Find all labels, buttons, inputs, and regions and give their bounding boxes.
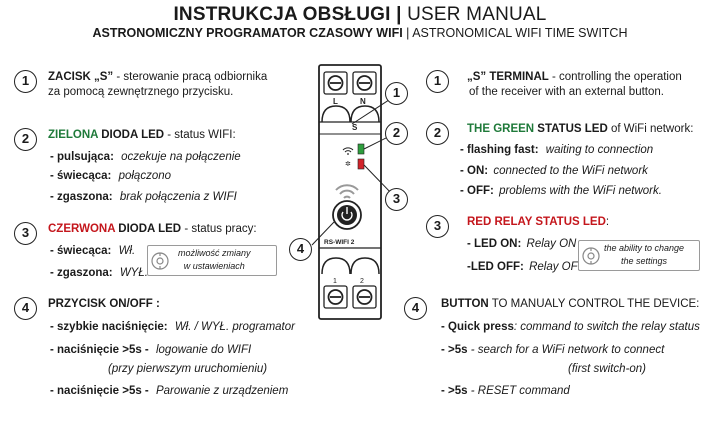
left-s4-item: - naciśnięcie >5s - logowanie do WIFI bbox=[50, 344, 252, 356]
right-s4-item: - >5s - RESET command bbox=[441, 385, 570, 397]
left-section-2-number: 2 bbox=[14, 128, 37, 151]
left-s4-title: PRZYCISK ON/OFF : bbox=[48, 298, 160, 310]
left-section-2-heading: ZIELONA DIODA LED - status WIFI: bbox=[48, 128, 236, 142]
right-s1-title: „S” TERMINAL bbox=[467, 71, 549, 83]
left-settings-note: możliwość zmiany w ustawieniach bbox=[147, 245, 277, 276]
right-s2-item: - flashing fast: waiting to connection bbox=[460, 144, 654, 156]
right-section-3-heading: RED RELAY STATUS LED: bbox=[467, 215, 609, 229]
left-s3-title: DIODA LED bbox=[115, 223, 182, 235]
left-s3-item: - zgaszona: WYŁ. bbox=[50, 267, 148, 279]
callout-2: 2 bbox=[385, 122, 408, 145]
settings-icon bbox=[151, 252, 169, 270]
wifi-icon bbox=[342, 147, 354, 155]
title-en: USER MANUAL bbox=[407, 4, 547, 25]
left-s2-desc: - status WIFI: bbox=[164, 129, 236, 141]
right-s3-color-word: RED RELAY STATUS LED bbox=[467, 216, 606, 228]
left-s1-desc-2: za pomocą zewnętrznego przycisku. bbox=[48, 86, 234, 98]
right-s2-item: - ON: connected to the WiFi network bbox=[460, 165, 648, 177]
right-s1-desc-1: - controlling the operation bbox=[548, 71, 682, 83]
right-section-1-line-1: „S” TERMINAL - controlling the operation bbox=[467, 70, 682, 84]
left-s2-item: - zgaszona: brak połączenia z WIFI bbox=[50, 191, 237, 203]
right-s4-item: - >5s - search for a WiFi network to con… bbox=[441, 344, 665, 356]
left-s2-color-word: ZIELONA bbox=[48, 129, 99, 141]
terminal-label-1: 1 bbox=[333, 278, 337, 285]
left-s3-desc: - status pracy: bbox=[181, 223, 257, 235]
left-s3-item: - świecąca: Wł. bbox=[50, 245, 136, 257]
right-section-4-heading: BUTTON TO MANUALY CONTROL THE DEVICE: bbox=[441, 297, 699, 311]
right-settings-note: the ability to change the settings bbox=[578, 240, 700, 271]
left-section-1-line-1: ZACISK „S” - sterowanie pracą odbiornika bbox=[48, 70, 267, 84]
terminal-label-n: N bbox=[360, 97, 366, 106]
settings-small-icon: ✲ bbox=[345, 160, 351, 168]
left-s2-title: DIODA LED bbox=[98, 129, 165, 141]
terminal-label-s: S bbox=[352, 123, 358, 132]
title-pl: INSTRUKCJA OBSŁUGI bbox=[173, 4, 391, 25]
subtitle-pl: ASTRONOMICZNY PROGRAMATOR CZASOWY WIFI bbox=[92, 26, 403, 40]
right-s4-title-bold: BUTTON bbox=[441, 298, 489, 310]
right-section-2-number: 2 bbox=[426, 122, 449, 145]
power-icon bbox=[337, 205, 357, 225]
left-s4-item: - naciśnięcie >5s - Parowanie z urządzen… bbox=[50, 385, 289, 397]
right-s4-item: - Quick press: command to switch the rel… bbox=[441, 321, 700, 333]
right-s3-item: - LED ON: Relay ON bbox=[467, 238, 577, 250]
right-s2-color-word: THE GREEN bbox=[467, 123, 535, 135]
page-title: INSTRUKCJA OBSŁUGI | USER MANUAL bbox=[0, 4, 720, 26]
left-section-1-number: 1 bbox=[14, 70, 37, 93]
right-note-text: the ability to change the settings bbox=[604, 243, 685, 266]
right-s3-item: -LED OFF: Relay OFF bbox=[467, 261, 585, 273]
left-s3-color-word: CZERWONA bbox=[48, 223, 116, 235]
page-subtitle: ASTRONOMICZNY PROGRAMATOR CZASOWY WIFI |… bbox=[0, 26, 720, 40]
device-model: RS-WIFI 2 bbox=[324, 239, 355, 246]
right-section-1-number: 1 bbox=[426, 70, 449, 93]
left-note-text: możliwość zmiany w ustawieniach bbox=[178, 248, 251, 271]
right-s3-desc: : bbox=[605, 216, 610, 228]
terminal-label-2: 2 bbox=[360, 278, 364, 285]
left-section-4-number: 4 bbox=[14, 297, 37, 320]
right-s2-title: STATUS LED bbox=[534, 123, 608, 135]
left-section-3-number: 3 bbox=[14, 222, 37, 245]
terminal-label-l: L bbox=[333, 97, 338, 106]
right-s4-extra: (first switch-on) bbox=[568, 363, 646, 375]
subtitle-separator: | bbox=[402, 26, 413, 40]
callout-4: 4 bbox=[289, 238, 312, 261]
device-illustration: L N S ✲ RS-WIFI 2 1 2 bbox=[318, 64, 382, 320]
left-s2-item: - pulsująca: oczekuje na połączenie bbox=[50, 151, 241, 163]
left-s4-extra: (przy pierwszym uruchomieniu) bbox=[108, 363, 268, 375]
left-s1-desc-1: - sterowanie pracą odbiornika bbox=[113, 71, 268, 83]
settings-icon bbox=[582, 247, 600, 265]
callout-1: 1 bbox=[385, 82, 408, 105]
callout-3: 3 bbox=[385, 188, 408, 211]
left-s1-title: ZACISK „S” bbox=[48, 71, 114, 83]
title-separator: | bbox=[390, 4, 408, 25]
subtitle-en: ASTRONOMICAL WIFI TIME SWITCH bbox=[412, 26, 628, 40]
right-s2-item: - OFF: problems with the WiFi network. bbox=[460, 185, 662, 197]
left-s4-item: - szybkie naciśnięcie: Wł. / WYŁ. progra… bbox=[50, 321, 295, 333]
right-section-4-number: 4 bbox=[404, 297, 427, 320]
left-s2-item: - świecąca: połączono bbox=[50, 170, 172, 182]
right-section-2-heading: THE GREEN STATUS LED of WiFi network: bbox=[467, 122, 693, 136]
left-section-3-heading: CZERWONA DIODA LED - status pracy: bbox=[48, 222, 257, 236]
right-s4-title: TO MANUALY CONTROL THE DEVICE: bbox=[488, 298, 700, 310]
red-led bbox=[357, 158, 365, 170]
wifi-large-icon bbox=[335, 184, 359, 199]
right-section-3-number: 3 bbox=[426, 215, 449, 238]
right-s1-desc-2: of the receiver with an external button. bbox=[469, 86, 664, 98]
right-s2-desc: of WiFi network: bbox=[607, 123, 694, 135]
